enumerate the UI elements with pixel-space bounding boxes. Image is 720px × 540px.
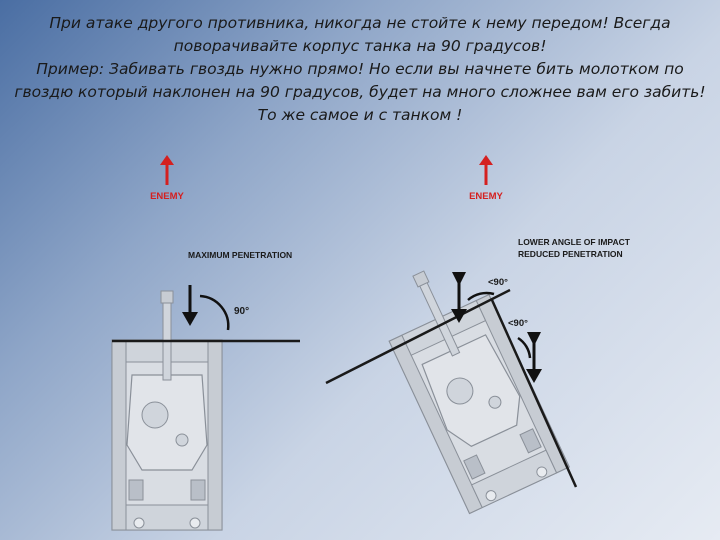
- impact-label-1: LOWER ANGLE OF IMPACT: [518, 237, 631, 247]
- left-enemy-arrow: [160, 155, 174, 185]
- right-diagram: ENEMY LOWER ANGLE OF IMPACT REDUCED PENE…: [325, 155, 631, 515]
- right-side-angle-arc: [517, 336, 532, 359]
- caption-line-2: поворачивайте корпус танка на 90 градусо…: [173, 37, 547, 55]
- left-enemy-label: ENEMY: [150, 191, 184, 202]
- right-side-armor-line: [490, 299, 578, 488]
- right-enemy-label: ENEMY: [469, 191, 503, 202]
- impact-label-2: REDUCED PENETRATION: [518, 249, 623, 259]
- caption-line-5: То же самое и с танком !: [257, 106, 463, 124]
- caption-line-4: гвоздю который наклонен на 90 градусов, …: [14, 83, 706, 101]
- caption-line-1: При атаке другого противника, никогда не…: [49, 14, 671, 32]
- left-angle-arc: [199, 294, 230, 331]
- right-top-impact-arrow: [451, 272, 467, 323]
- left-impact-arrow: [182, 285, 198, 326]
- left-angle-label: 90°: [234, 306, 249, 317]
- right-enemy-arrow: [479, 155, 493, 185]
- right-top-angle-label: <90°: [488, 277, 508, 288]
- right-front-armor-line: [325, 288, 511, 385]
- right-top-angle-arc: [467, 291, 495, 301]
- max-penetration-label: MAXIMUM PENETRATION: [188, 250, 292, 260]
- right-side-impact-arrow: [526, 332, 542, 383]
- right-tank-icon: [367, 249, 570, 515]
- caption-line-3: Пример: Забивать гвоздь нужно прямо! Но …: [36, 60, 684, 78]
- left-diagram: ENEMY MAXIMUM PENETRATION 90°: [111, 155, 300, 531]
- left-tank-icon: [111, 290, 223, 531]
- caption: При атаке другого противника, никогда не…: [10, 12, 710, 127]
- right-side-angle-label: <90°: [508, 318, 528, 329]
